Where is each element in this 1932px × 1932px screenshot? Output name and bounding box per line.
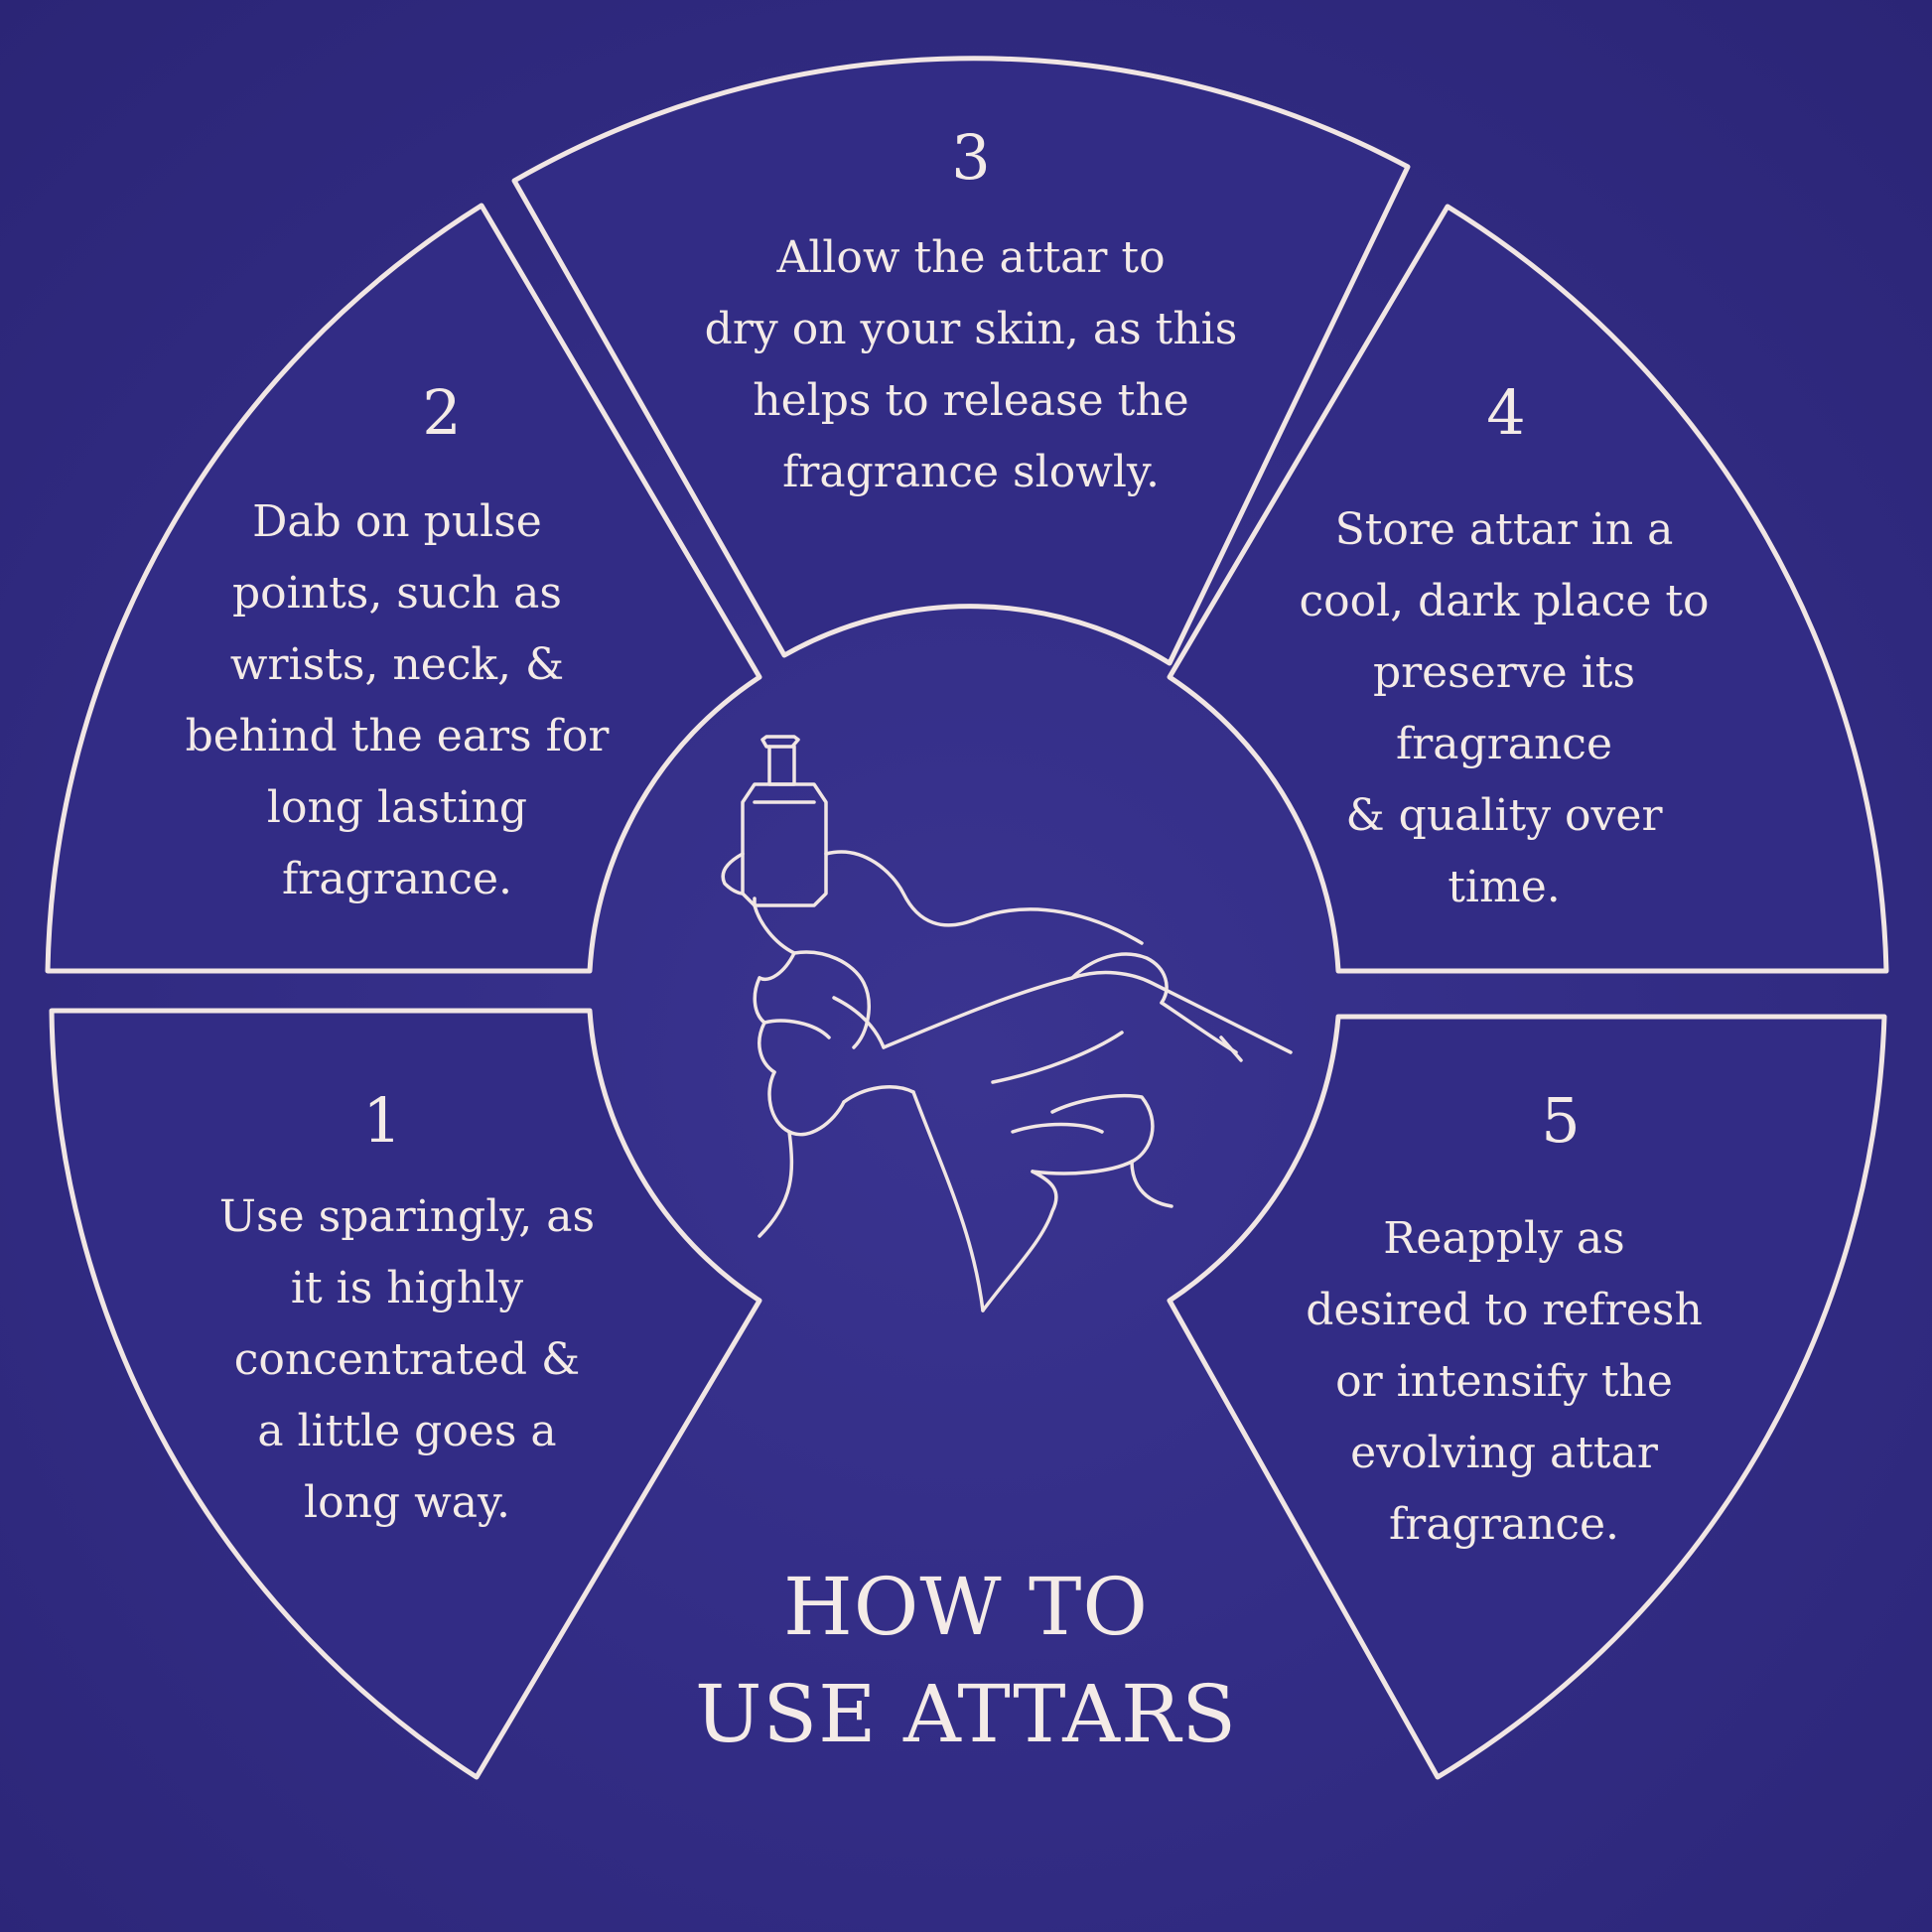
page-title: HOW TO USE ATTARS (619, 1554, 1313, 1768)
title-line-1: HOW TO (783, 1561, 1149, 1653)
step-2-line: Dab on pulse (252, 496, 542, 547)
step-3-line: fragrance slowly. (782, 447, 1160, 497)
step-5-line: or intensify the (1335, 1356, 1673, 1407)
step-2-line: behind the ears for (185, 711, 610, 761)
step-number-3: 3 (951, 121, 991, 194)
step-1-line: concentrated & (233, 1334, 581, 1385)
step-5-text: Reapply as desired to refresh or intensi… (1236, 1203, 1772, 1561)
segment-5 (1167, 1014, 1887, 1780)
title-line-2: USE ATTARS (694, 1668, 1238, 1760)
step-number-2: 2 (422, 376, 462, 449)
step-number-1: 1 (362, 1084, 402, 1157)
segment-1 (49, 1008, 762, 1780)
step-number-5: 5 (1541, 1084, 1581, 1157)
step-number-4: 4 (1486, 376, 1526, 449)
step-2-text: Dab on pulse points, such as wrists, nec… (129, 486, 665, 915)
step-5-line: evolving attar (1350, 1428, 1658, 1478)
step-1-line: Use sparingly, as (218, 1191, 596, 1242)
step-4-line: & quality over (1345, 790, 1663, 841)
step-5-line: Reapply as (1383, 1213, 1625, 1264)
hands-with-attar-bottle-icon (721, 735, 1293, 1312)
step-3-line: dry on your skin, as this (704, 304, 1238, 354)
step-4-line: cool, dark place to (1299, 576, 1710, 626)
step-5-line: desired to refresh (1306, 1285, 1703, 1335)
step-1-text: Use sparingly, as it is highly concentra… (149, 1181, 665, 1539)
step-4-text: Store attar in a cool, dark place to pre… (1236, 494, 1772, 923)
step-2-line: wrists, neck, & (229, 639, 565, 690)
step-3-line: helps to release the (753, 375, 1189, 426)
step-2-line: long lasting (266, 782, 528, 833)
step-1-line: it is highly (290, 1263, 524, 1313)
step-4-line: time. (1448, 862, 1561, 912)
step-1-line: a little goes a (257, 1406, 557, 1456)
step-3-line: Allow the attar to (776, 232, 1166, 283)
segment-3 (511, 56, 1411, 666)
step-4-line: Store attar in a (1334, 504, 1674, 555)
step-1-line: long way. (304, 1477, 510, 1528)
step-3-text: Allow the attar to dry on your skin, as … (594, 222, 1348, 508)
step-2-line: points, such as (232, 568, 562, 619)
segment-2 (45, 203, 762, 974)
step-4-line: preserve its (1372, 647, 1636, 698)
step-5-line: fragrance. (1389, 1499, 1619, 1550)
step-4-line: fragrance (1395, 719, 1612, 769)
step-2-line: fragrance. (282, 854, 512, 904)
segment-4 (1167, 204, 1889, 974)
